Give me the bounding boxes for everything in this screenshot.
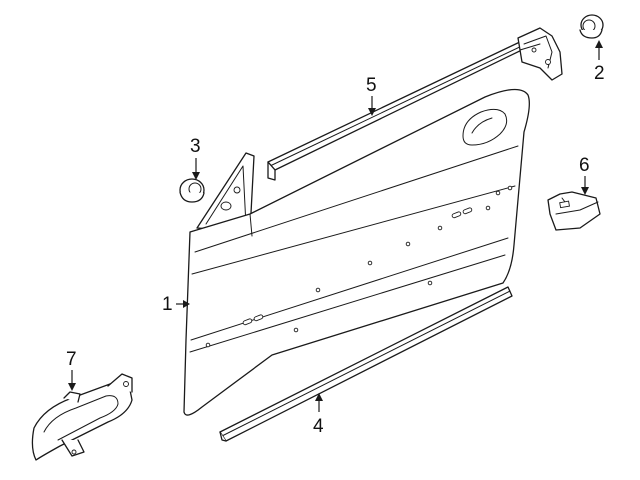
door-slots <box>242 207 473 326</box>
grommet-part-3 <box>179 178 205 203</box>
door-holes <box>205 185 513 348</box>
callout-3: 3 <box>190 136 201 180</box>
callout-2: 2 <box>594 40 605 84</box>
door-handle <box>31 373 133 461</box>
lower-moulding <box>219 286 513 442</box>
svg-text:7: 7 <box>66 349 77 370</box>
svg-text:3: 3 <box>190 136 201 157</box>
grommet-part-2 <box>579 14 604 39</box>
svg-text:5: 5 <box>366 75 377 96</box>
svg-text:6: 6 <box>579 155 590 176</box>
svg-text:1: 1 <box>162 294 173 315</box>
clip-part-6 <box>547 191 601 231</box>
upper-moulding <box>267 27 563 181</box>
callout-5: 5 <box>366 75 377 116</box>
callout-7: 7 <box>66 349 77 391</box>
callout-1: 1 <box>162 294 190 315</box>
svg-text:4: 4 <box>313 416 324 437</box>
door-shell <box>183 88 530 416</box>
svg-text:2: 2 <box>594 63 605 84</box>
callout-4: 4 <box>313 393 324 437</box>
callout-6: 6 <box>579 155 590 195</box>
